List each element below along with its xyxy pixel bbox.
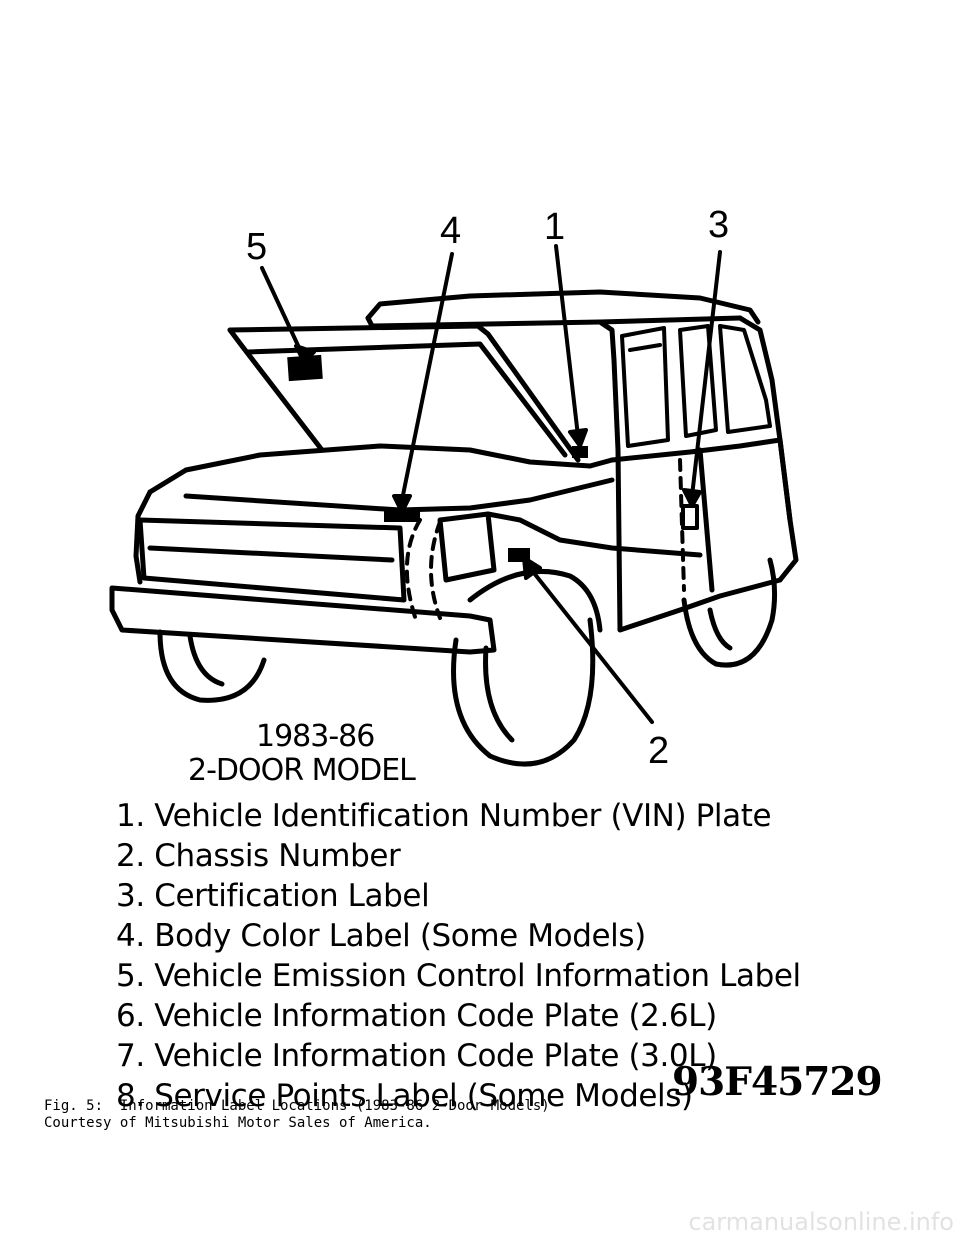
callout-2: 2 <box>648 730 670 772</box>
legend-item: 6. Vehicle Information Code Plate (2.6L) <box>116 998 717 1034</box>
arrowhead-3 <box>682 488 702 508</box>
raised-hood <box>227 323 581 463</box>
arrow-2 <box>528 566 654 724</box>
figure-caption: Fig. 5: Information Label Locations (198… <box>44 1098 550 1132</box>
caption-title: Fig. 5: Information Label Locations (198… <box>44 1098 550 1114</box>
body-color-label-mark <box>384 510 420 522</box>
site-watermark: carmanualsonline.info <box>688 1208 954 1236</box>
arrowhead-4 <box>392 494 412 514</box>
body-outline <box>109 437 799 655</box>
legend-item: 4. Body Color Label (Some Models) <box>116 918 646 954</box>
legend-item: 3. Certification Label <box>116 878 430 914</box>
emission-label-mark <box>287 354 323 382</box>
arrow-4 <box>400 252 454 502</box>
inner-fender-dashes <box>404 458 686 622</box>
legend-item: 5. Vehicle Emission Control Information … <box>116 958 801 994</box>
certification-label-mark <box>681 504 699 530</box>
caption-credit: Courtesy of Mitsubishi Motor Sales of Am… <box>44 1115 432 1131</box>
callout-4: 4 <box>440 210 462 252</box>
windows <box>620 324 772 448</box>
arrow-1 <box>554 244 580 438</box>
arrowhead-5 <box>294 344 316 364</box>
arrowhead-1 <box>568 428 588 448</box>
figure-code: 93F45729 <box>672 1059 883 1105</box>
pointer-arrows <box>260 244 722 724</box>
legend-item: 7. Vehicle Information Code Plate (3.0L) <box>116 1038 717 1074</box>
vin-plate-mark <box>572 446 588 458</box>
vehicle-line-drawing <box>109 244 799 767</box>
model-year: 1983-86 <box>256 719 375 754</box>
callout-1: 1 <box>544 206 566 248</box>
legend-item: 1. Vehicle Identification Number (VIN) P… <box>116 798 772 834</box>
legend-item: 2. Chassis Number <box>116 838 401 874</box>
legend-item: 8. Service Points Label (Some Models) <box>116 1078 693 1114</box>
arrowhead-2 <box>522 556 542 580</box>
arrow-5 <box>260 266 304 356</box>
model-name: 2-DOOR MODEL <box>188 753 416 788</box>
callout-3: 3 <box>708 204 730 246</box>
arrow-3 <box>690 250 722 498</box>
callout-5: 5 <box>246 226 268 268</box>
label-legend: 1. Vehicle Identification Number (VIN) P… <box>116 796 801 1116</box>
wheels <box>157 557 778 767</box>
